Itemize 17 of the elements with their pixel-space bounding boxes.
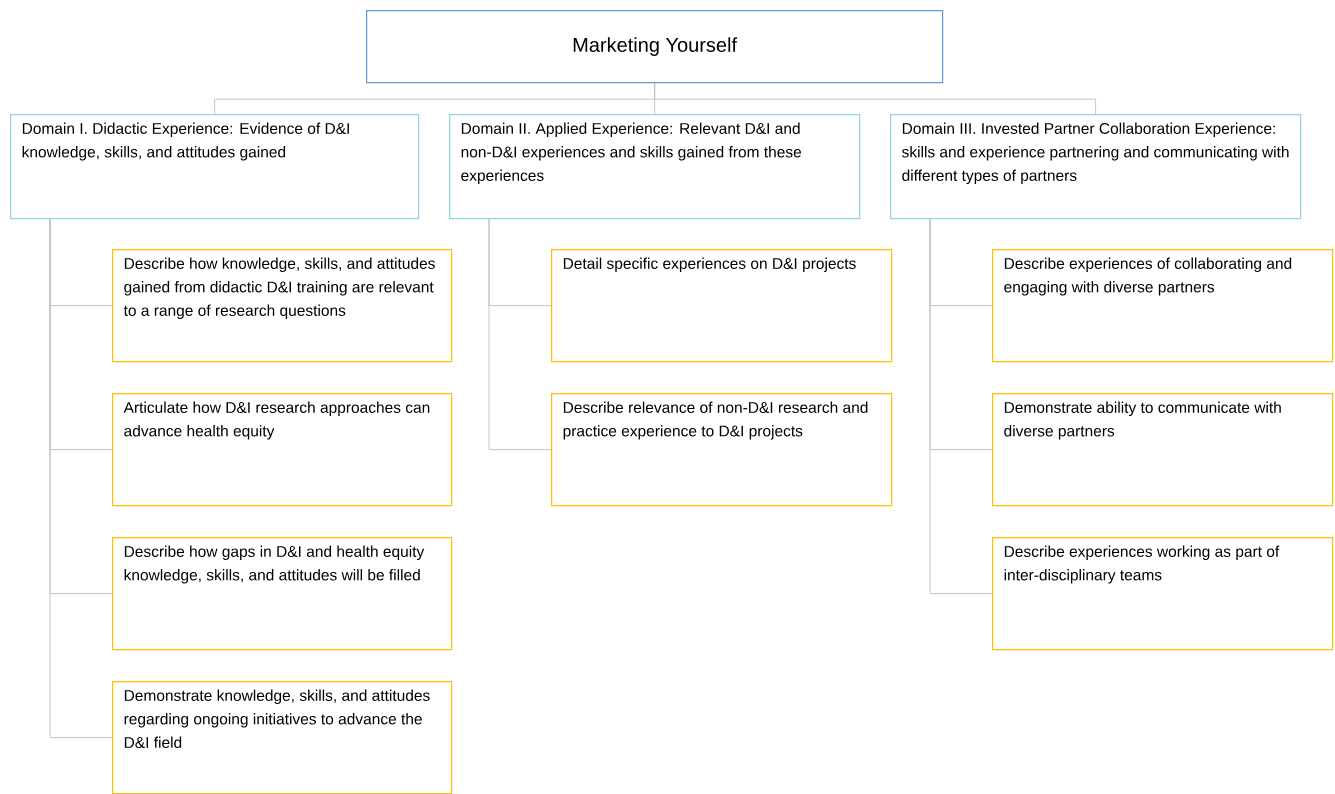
item-box: Describe how gaps in D&I and health equity knowledge, skills, and attitudes will be filled [112,537,453,651]
item-box: Articulate how D&I research approaches can advance health equity [112,393,453,507]
domain-box: Domain I. Didactic Experience: Evidence of D&I knowledge, skills, and attitudes gained [10,114,420,220]
domain-box: Domain II. Applied Experience: Relevant D&I and non-D&I experiences and skills gained from these experiences [449,114,861,220]
item-box: Demonstrate ability to communicate with diverse partners [992,393,1334,507]
title-box: Marketing Yourself [366,10,944,84]
item-box: Describe relevance of non-D&I research and practice experience to D&I projects [551,393,893,507]
item-box: Describe experiences working as part of inter-disciplinary teams [992,537,1334,651]
item-box: Demonstrate knowledge, skills, and attitudes regarding ongoing initiatives to advance the D&I field [112,681,453,794]
item-box: Describe how knowledge, skills, and attitudes gained from didactic D&I training are relevant to a range of research questions [112,249,453,363]
item-box: Describe experiences of collaborating and engaging with diverse partners [992,249,1334,363]
domain-box: Domain III. Invested Partner Collaboration Experience: skills and experience partnering and communicating with different types of partners [890,114,1302,220]
connector [929,218,993,595]
connector [654,82,1097,115]
connector [49,218,113,739]
item-box: Detail specific experiences on D&I projects [551,249,893,363]
connector [488,218,552,451]
